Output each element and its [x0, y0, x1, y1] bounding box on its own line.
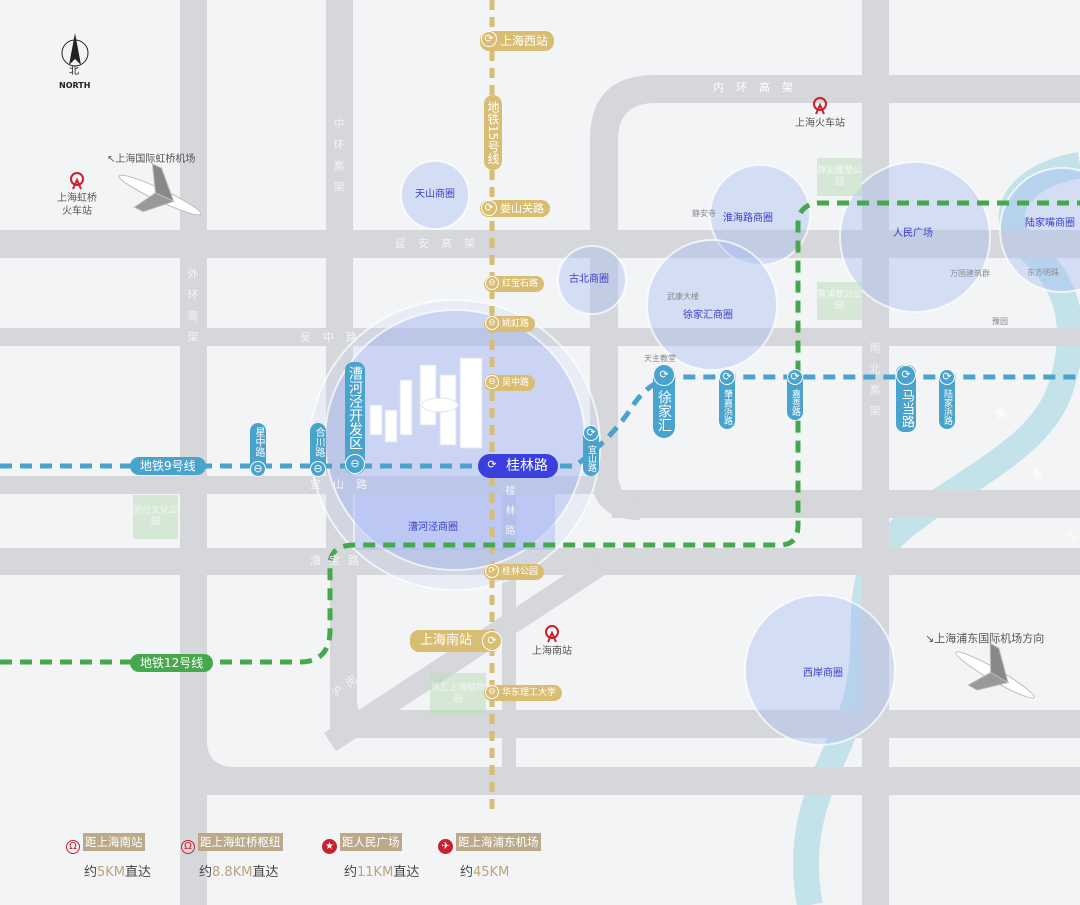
- district-xujiahui: 徐家汇商圈: [683, 310, 733, 321]
- road-yanan: 延安高架: [395, 237, 487, 250]
- station-ecust[interactable]: ⊖华东理工大学: [484, 685, 563, 701]
- interchange-icon: ⟳: [653, 364, 675, 386]
- humin-expressway: [323, 555, 607, 752]
- airplane-icon: ✈: [438, 839, 453, 854]
- station-yaohong[interactable]: ⊖姚虹路: [484, 316, 536, 332]
- landmark-wukang-mansion: 武康大楼: [667, 292, 699, 301]
- district-lujiazui: 陆家嘴商圈: [1025, 218, 1075, 229]
- north-compass-icon: [61, 33, 89, 67]
- park-minhang-culture: 闵行文化公园: [133, 495, 178, 539]
- road-guilin: 桂林路: [503, 485, 514, 545]
- metro-icon: ⊖: [345, 454, 365, 474]
- park-botanical-garden: 徐汇上海植物园: [430, 673, 486, 715]
- landmark-oriental-pearl: 东方明珠: [1027, 268, 1059, 277]
- legend-item-peoples-square: ★距人民广场 约11KM直达: [322, 833, 419, 880]
- railway-icon: Ω: [181, 840, 195, 854]
- station-guilin-park[interactable]: ⟳桂林公园: [484, 564, 545, 580]
- district-westbund: 西岸商圈: [803, 668, 843, 679]
- airplane-icon-hongqiao: [118, 163, 202, 216]
- rail-shanghai-south: 上海南站: [532, 625, 572, 659]
- road-caobao: 漕宝路: [310, 554, 367, 567]
- rail-hongqiao: 上海虹桥火车站: [57, 172, 97, 218]
- station-loushanguan[interactable]: ⟳娄山关路: [480, 200, 550, 217]
- station-yishan[interactable]: ⟳宜山路: [583, 425, 599, 476]
- station-wuzhong[interactable]: ⊖吴中路: [484, 375, 536, 391]
- interchange-icon: ⟳: [896, 365, 916, 385]
- landmark-bund-buildings: 万国建筑群: [950, 269, 990, 278]
- line-15-tag: 地铁15号线: [484, 95, 502, 171]
- station-hechuan[interactable]: 合川路⊖: [310, 423, 326, 477]
- legend-item-pudong-airport: ✈距上海浦东机场 约45KM: [438, 833, 541, 880]
- metro-icon: ⊖: [485, 276, 499, 290]
- station-xingzhong[interactable]: 星中路⊖: [250, 423, 266, 477]
- metro-icon: ⊖: [310, 461, 326, 477]
- arrow-down-right-icon: ↘: [925, 632, 935, 645]
- star-icon: ★: [322, 839, 337, 854]
- compass-en: NORTH: [59, 81, 91, 90]
- metro-icon: ⊖: [485, 316, 499, 330]
- road-nanbei: 南北高架: [868, 342, 881, 426]
- interchange-icon: ⟳: [583, 425, 599, 441]
- line-9-tag: 地铁9号线: [130, 457, 206, 475]
- interchange-icon: ⟳: [939, 369, 955, 385]
- landmark-catholic-church: 天主教堂: [644, 354, 676, 363]
- metro-icon: ⊖: [485, 375, 499, 389]
- park-jingan-sculpture: 静安雕塑公园: [817, 158, 862, 196]
- railway-icon: Ω: [66, 840, 80, 854]
- interchange-icon: ⟳: [481, 31, 497, 47]
- airport-pudong-label: ↘上海浦东国际机场方向: [925, 632, 1045, 645]
- interchange-icon: ⟳: [482, 456, 502, 476]
- station-lujiabang[interactable]: ⟳陆家浜路: [939, 369, 955, 429]
- district-caohejing: 漕河泾商圈: [408, 522, 458, 533]
- interchange-icon: ⟳: [485, 564, 499, 578]
- road-outer-ring: 外环高架: [186, 268, 199, 352]
- road-middle-ring: 中环高架: [332, 118, 345, 202]
- road-wuzhong: 吴中路: [300, 331, 369, 344]
- district-gubei: 古北商圈: [569, 274, 609, 285]
- metro-icon: ⊖: [485, 685, 499, 699]
- landmark-jingan-temple: 静安寺: [692, 209, 716, 218]
- railway-icon: [545, 625, 559, 643]
- metro-icon: ⊖: [250, 461, 266, 477]
- arrow-up-left-icon: ↖: [107, 154, 116, 165]
- district-huaihai: 淮海路商圈: [723, 213, 773, 224]
- station-caohejing-dev-zone[interactable]: 漕河泾开发区⊖: [345, 362, 365, 474]
- railway-icon: [813, 97, 827, 115]
- interchange-icon: ⟳: [719, 369, 735, 385]
- airport-hongqiao-label: ↖上海国际虹桥机场: [107, 154, 196, 165]
- station-shanghai-west[interactable]: ⟳上海西站: [480, 31, 555, 51]
- station-jiashan[interactable]: ⟳嘉善路: [787, 369, 803, 420]
- station-xujiahui[interactable]: ⟳徐家汇: [653, 364, 675, 438]
- park-fuxing: 黄浦复兴公园: [817, 282, 862, 320]
- interchange-icon: ⟳: [481, 200, 497, 216]
- railway-icon: [70, 172, 84, 190]
- station-guilin-road-interchange[interactable]: ⟳桂林路: [478, 454, 558, 478]
- line-12-tag: 地铁12号线: [130, 654, 214, 672]
- road-inner-ring: 内环高架: [713, 81, 805, 94]
- station-zhaojiabang[interactable]: ⟳肇嘉浜路: [719, 369, 735, 429]
- interchange-icon: ⟳: [787, 369, 803, 385]
- road-yishan: 宜山路: [310, 478, 379, 491]
- station-shanghai-south[interactable]: 上海南站⟳: [410, 630, 503, 652]
- compass-cn: 北: [69, 66, 79, 77]
- district-tianshan: 天山商圈: [415, 189, 455, 200]
- airplane-icon-pudong: [955, 642, 1035, 699]
- rail-shanghai-station: 上海火车站: [795, 97, 845, 131]
- station-madang[interactable]: ⟳马当路: [896, 365, 916, 432]
- landmark-yuyuan: 豫园: [992, 317, 1008, 326]
- district-peoples-square: 人民广场: [893, 228, 933, 239]
- caohejing-buildings-illustration: [369, 357, 483, 449]
- interchange-icon: ⟳: [482, 631, 503, 651]
- metro-line-12: [0, 200, 1080, 665]
- station-hongbaoshi[interactable]: ⊖红宝石路: [484, 276, 545, 292]
